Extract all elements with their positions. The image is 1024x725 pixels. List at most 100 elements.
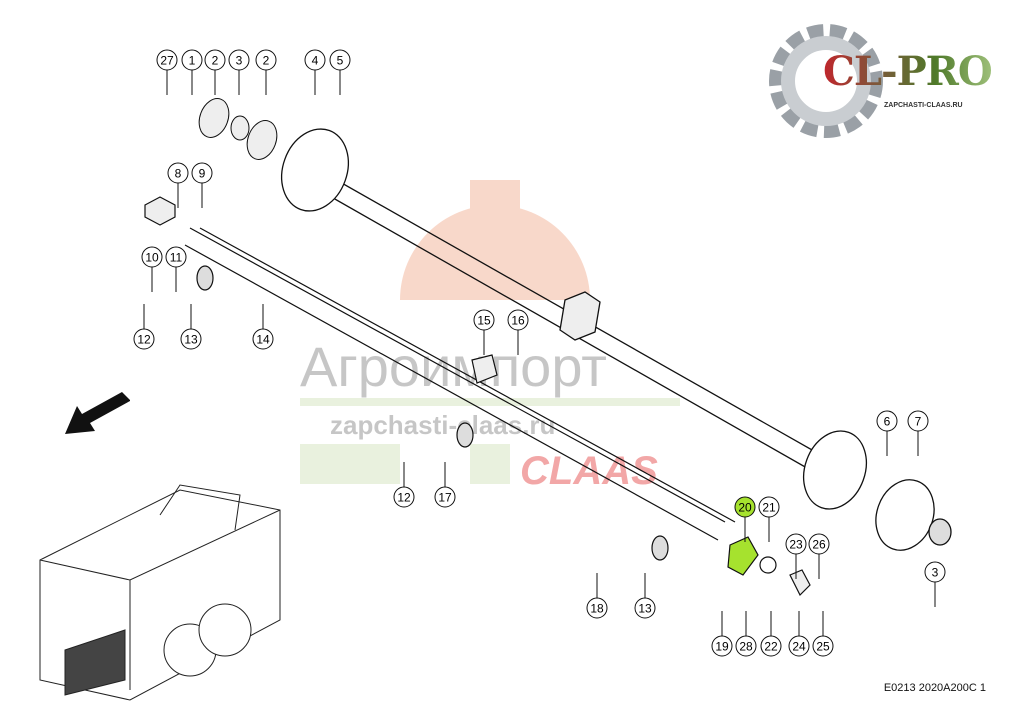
callout-number: 13 bbox=[638, 602, 652, 616]
watermark-site: zapchasti-claas.ru bbox=[330, 410, 555, 440]
callout-number: 27 bbox=[160, 54, 174, 68]
callout-21[interactable]: 21 bbox=[758, 496, 780, 542]
callout-circle bbox=[711, 635, 733, 657]
callout-number: 2 bbox=[263, 54, 270, 68]
callout-number: 15 bbox=[477, 314, 491, 328]
callout-1[interactable]: 1 bbox=[181, 49, 203, 95]
callout-number: 24 bbox=[792, 640, 806, 654]
callout-16[interactable]: 16 bbox=[507, 309, 529, 355]
callout-circle bbox=[329, 49, 351, 71]
callout-number: 7 bbox=[915, 415, 922, 429]
callout-circle bbox=[924, 561, 946, 583]
callout-number: 12 bbox=[137, 333, 151, 347]
callout-2[interactable]: 2 bbox=[255, 49, 277, 95]
callout-circle bbox=[204, 49, 226, 71]
callout-number: 19 bbox=[715, 640, 729, 654]
callout-8[interactable]: 8 bbox=[167, 162, 189, 208]
callout-number: 25 bbox=[816, 640, 830, 654]
callout-circle bbox=[393, 486, 415, 508]
callout-28[interactable]: 28 bbox=[735, 611, 757, 657]
watermark-gear-icon bbox=[400, 205, 590, 300]
watermark: Агроимпорт zapchasti-claas.ru CLAAS bbox=[300, 180, 680, 493]
callout-number: 4 bbox=[312, 54, 319, 68]
callout-6[interactable]: 6 bbox=[876, 410, 898, 456]
callout-circle bbox=[812, 635, 834, 657]
callout-10[interactable]: 10 bbox=[141, 246, 163, 292]
callout-number: 8 bbox=[175, 167, 182, 181]
callout-number: 11 bbox=[170, 251, 183, 265]
callout-circle bbox=[228, 49, 250, 71]
callout-3[interactable]: 3 bbox=[228, 49, 250, 95]
callout-number: 2 bbox=[212, 54, 219, 68]
callout-2[interactable]: 2 bbox=[204, 49, 226, 95]
cl-pro-logo: CL-PRO ZAPCHASTI-CLAAS.RU bbox=[768, 22, 998, 140]
watermark-maker: CLAAS bbox=[520, 449, 658, 493]
callout-number: 22 bbox=[764, 640, 778, 654]
callout-circle bbox=[876, 410, 898, 432]
top-parts bbox=[198, 98, 278, 160]
callout-number: 3 bbox=[236, 54, 243, 68]
callout-number: 12 bbox=[397, 491, 411, 505]
callout-number: 26 bbox=[812, 538, 826, 552]
callout-24[interactable]: 24 bbox=[788, 611, 810, 657]
callout-15[interactable]: 15 bbox=[473, 309, 495, 355]
callout-number: 21 bbox=[762, 501, 776, 515]
callout-number: 14 bbox=[256, 333, 270, 347]
callout-number: 17 bbox=[438, 491, 452, 505]
callout-11[interactable]: 11 bbox=[165, 246, 187, 292]
callout-circle bbox=[788, 635, 810, 657]
callout-circle bbox=[191, 162, 213, 184]
callout-number: 5 bbox=[337, 54, 344, 68]
callout-18[interactable]: 18 bbox=[586, 573, 608, 619]
callout-circle bbox=[141, 246, 163, 268]
logo-title: CL-PRO bbox=[823, 48, 993, 95]
callout-circle bbox=[156, 49, 178, 71]
callout-3[interactable]: 3 bbox=[924, 561, 946, 607]
callout-circle bbox=[180, 328, 202, 350]
callout-circle bbox=[255, 49, 277, 71]
callout-13[interactable]: 13 bbox=[180, 304, 202, 350]
callout-7[interactable]: 7 bbox=[907, 410, 929, 456]
callout-circle bbox=[165, 246, 187, 268]
callout-19[interactable]: 19 bbox=[711, 611, 733, 657]
callout-26[interactable]: 26 bbox=[808, 533, 830, 579]
callout-22[interactable]: 22 bbox=[760, 611, 782, 657]
callout-14[interactable]: 14 bbox=[252, 304, 274, 350]
callout-circle bbox=[734, 496, 756, 518]
callout-circle bbox=[133, 328, 155, 350]
callout-circle bbox=[167, 162, 189, 184]
callout-5[interactable]: 5 bbox=[329, 49, 351, 95]
logo-subtitle: ZAPCHASTI-CLAAS.RU bbox=[884, 102, 963, 109]
callout-23[interactable]: 23 bbox=[785, 533, 807, 579]
callout-9[interactable]: 9 bbox=[191, 162, 213, 208]
callout-circle bbox=[473, 309, 495, 331]
callout-25[interactable]: 25 bbox=[812, 611, 834, 657]
baler-machine-icon bbox=[39, 484, 281, 701]
callout-circle bbox=[507, 309, 529, 331]
callout-number: 28 bbox=[739, 640, 753, 654]
callout-12[interactable]: 12 bbox=[393, 462, 415, 508]
callout-number: 10 bbox=[145, 251, 159, 265]
callout-4[interactable]: 4 bbox=[304, 49, 326, 95]
callout-20[interactable]: 20 bbox=[734, 496, 756, 542]
callout-circle bbox=[907, 410, 929, 432]
callout-13[interactable]: 13 bbox=[634, 573, 656, 619]
callout-27[interactable]: 27 bbox=[156, 49, 178, 95]
callout-number: 6 bbox=[884, 415, 891, 429]
callout-17[interactable]: 17 bbox=[434, 462, 456, 508]
callout-circle bbox=[760, 635, 782, 657]
callout-number: 23 bbox=[789, 538, 803, 552]
callout-12[interactable]: 12 bbox=[133, 304, 155, 350]
callout-number: 16 bbox=[511, 314, 525, 328]
callout-circle bbox=[181, 49, 203, 71]
callout-number: 3 bbox=[932, 566, 939, 580]
lower-rail bbox=[144, 196, 811, 597]
callout-number: 9 bbox=[199, 167, 206, 181]
callout-circle bbox=[758, 496, 780, 518]
callout-number: 18 bbox=[590, 602, 604, 616]
watermark-brand: Агроимпорт bbox=[300, 335, 607, 398]
callout-circle bbox=[808, 533, 830, 555]
callout-circle bbox=[586, 597, 608, 619]
